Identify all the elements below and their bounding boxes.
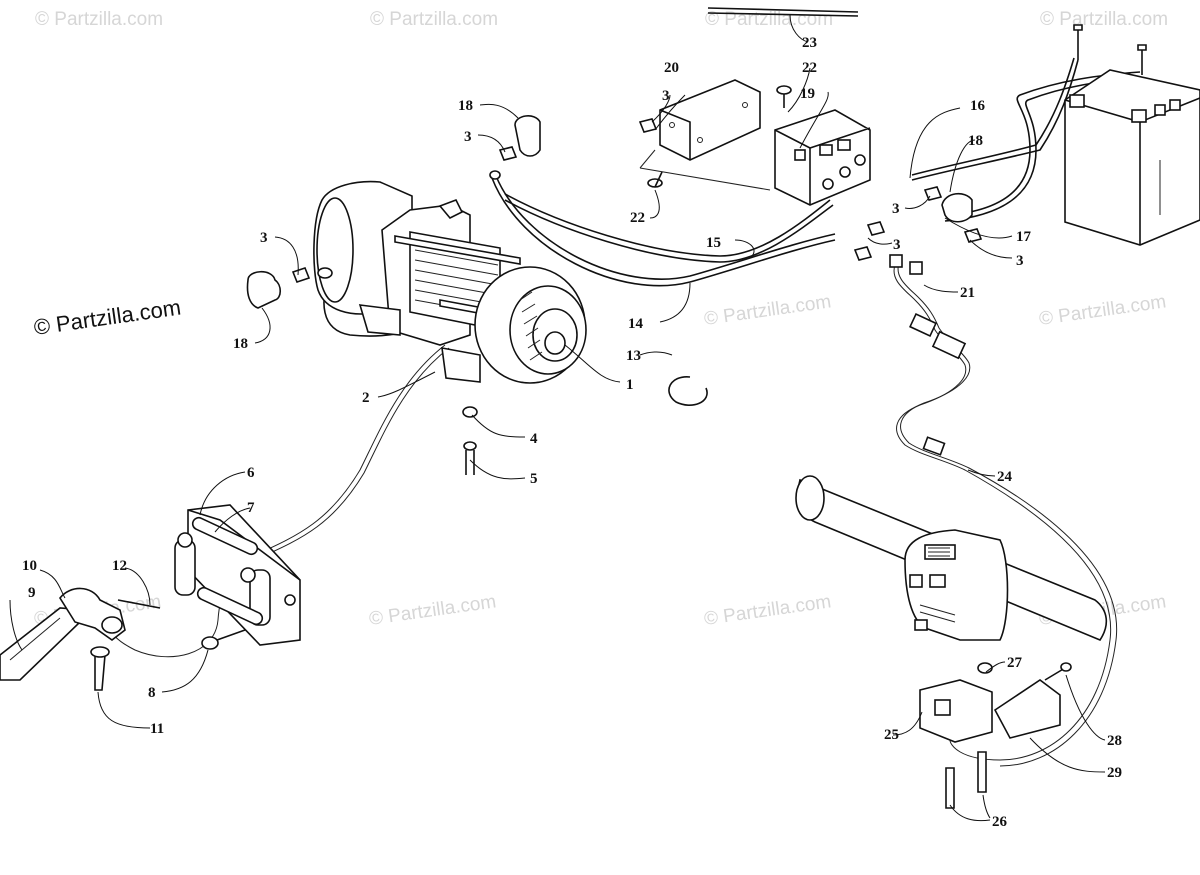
callout-18: 18 [968, 133, 983, 149]
callout-10: 10 [22, 558, 37, 574]
callout-2: 2 [362, 390, 370, 406]
small-parts [246, 85, 983, 475]
callout-27: 27 [1007, 655, 1023, 671]
callout-16: 16 [970, 98, 986, 114]
callout-3: 3 [662, 88, 670, 104]
callout-8: 8 [148, 685, 156, 701]
callout-17: 17 [1016, 229, 1032, 245]
watermark: © Partzilla.com [1038, 291, 1168, 330]
callout-3: 3 [260, 230, 268, 246]
callout-23: 23 [802, 35, 817, 51]
watermark: © Partzilla.com [370, 9, 498, 30]
callout-29: 29 [1107, 765, 1122, 781]
callout-13: 13 [626, 348, 641, 364]
watermark: © Partzilla.com [703, 591, 833, 630]
watermark: © Partzilla.com [35, 9, 163, 30]
leader-lines [9, 14, 1106, 822]
roller-fairlead [174, 504, 301, 650]
battery [1064, 24, 1200, 246]
callout-11: 11 [150, 721, 164, 737]
callout-28: 28 [1107, 733, 1122, 749]
callout-3: 3 [893, 237, 901, 253]
watermark: © Partzilla.com [705, 9, 833, 30]
callout-14: 14 [628, 316, 644, 332]
harness-connectors [889, 254, 967, 456]
solenoid-bracket [639, 79, 771, 191]
callout-3: 3 [1016, 253, 1024, 269]
callout-15: 15 [706, 235, 721, 251]
callout-6: 6 [247, 465, 255, 481]
hook-strap [0, 587, 161, 691]
watermark: © Partzilla.com [368, 591, 498, 630]
solenoid [774, 109, 871, 206]
callout-9: 9 [28, 585, 36, 601]
callout-25: 25 [884, 727, 899, 743]
handlebar-switch [795, 475, 1108, 809]
callout-4: 4 [530, 431, 538, 447]
callout-12: 12 [112, 558, 127, 574]
callout-18: 18 [233, 336, 248, 352]
callout-5: 5 [530, 471, 538, 487]
callout-22: 22 [630, 210, 645, 226]
callout-1: 1 [626, 377, 634, 393]
callout-3: 3 [464, 129, 472, 145]
callout-20: 20 [664, 60, 679, 76]
callout-18: 18 [458, 98, 473, 114]
wires [109, 7, 1141, 767]
callout-24: 24 [997, 469, 1013, 485]
winch-assembly [313, 180, 587, 384]
watermark: © Partzilla.com [703, 291, 833, 330]
watermark: © Partzilla.com [1040, 9, 1168, 30]
callout-22: 22 [802, 60, 817, 76]
callout-7: 7 [247, 500, 255, 516]
callout-numbers: 1 2 3 3 3 3 3 3 4 5 6 7 8 9 10 11 12 13 … [22, 35, 1122, 830]
callout-26: 26 [992, 814, 1008, 830]
callout-3: 3 [892, 201, 900, 217]
callout-19: 19 [800, 86, 815, 102]
brand-watermark: © Partzilla.com [32, 295, 182, 340]
callout-21: 21 [960, 285, 975, 301]
